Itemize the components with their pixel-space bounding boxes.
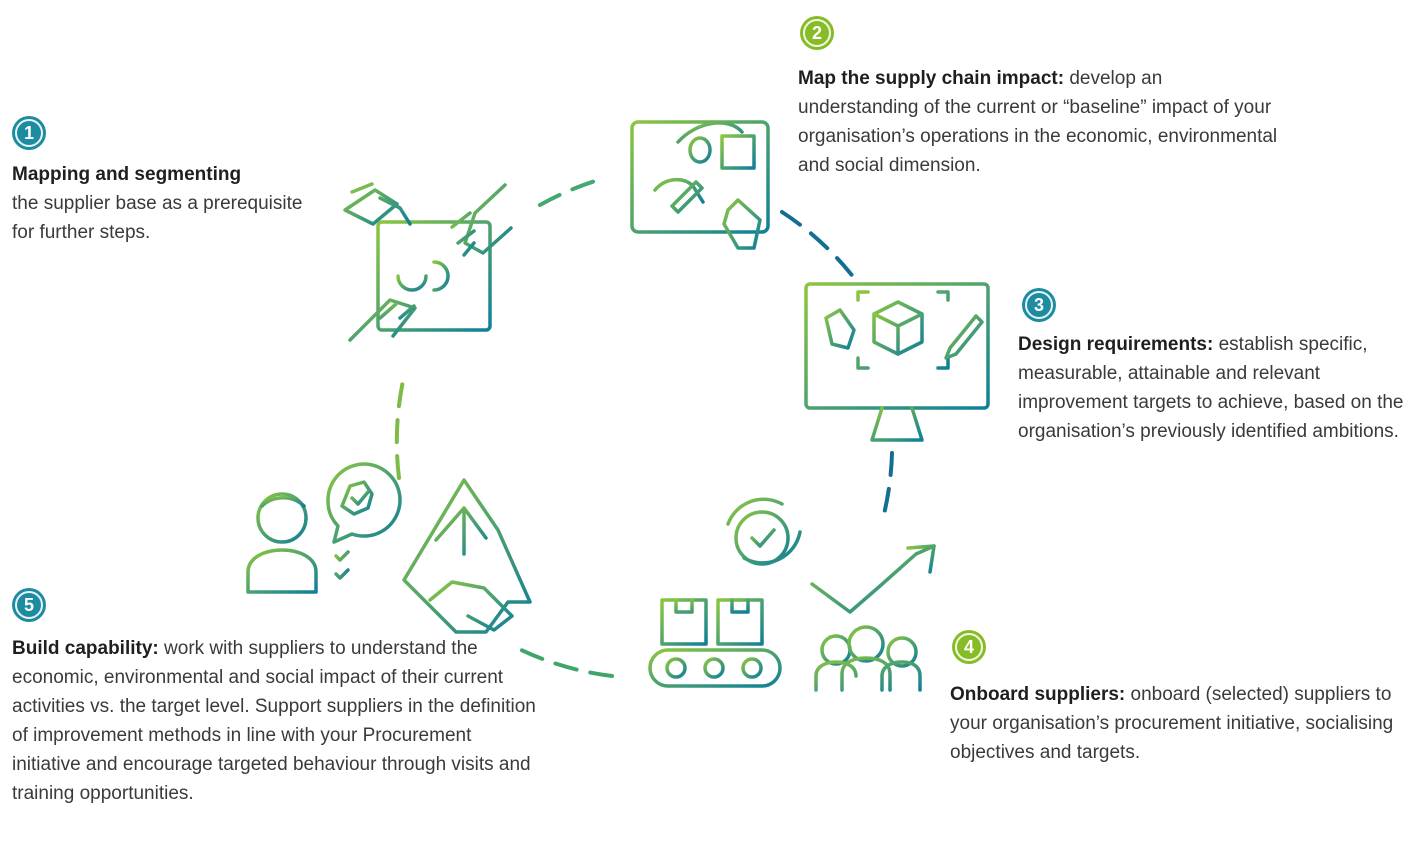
step-2: Map the supply chain impact: develop an …	[798, 64, 1284, 180]
step-4-badge: 4	[952, 630, 986, 664]
step-1-heading: Mapping and segmenting	[12, 164, 242, 185]
step-4-heading: Onboard suppliers:	[950, 684, 1126, 705]
step-3-text: establish specific, measurable, attainab…	[1018, 334, 1404, 442]
step-1-badge: 1	[12, 116, 46, 150]
document-signing-icon	[630, 120, 770, 250]
step-5-badge: 5	[12, 588, 46, 622]
step-3-number: 3	[1033, 295, 1044, 315]
step-1-text: the supplier base as a prerequisite for …	[12, 193, 303, 243]
step-5: Build capability: work with suppliers to…	[12, 634, 542, 808]
step-2-badge: 2	[800, 16, 834, 50]
step-4: Onboard suppliers: onboard (selected) su…	[950, 680, 1410, 767]
puzzle-hands-icon	[343, 182, 513, 342]
connector-2-3	[780, 210, 860, 285]
step-2-number: 2	[811, 23, 822, 43]
connector-5-1	[394, 370, 407, 480]
connector-3-4	[880, 451, 894, 524]
step-3: Design requirements: establish specific,…	[1018, 330, 1408, 446]
step-1: Mapping and segmenting the supplier base…	[12, 160, 312, 247]
step-1-number: 1	[23, 123, 34, 143]
cycle-connectors	[394, 176, 894, 678]
monitor-design-icon	[804, 282, 990, 442]
step-3-heading: Design requirements:	[1018, 334, 1214, 355]
step-5-heading: Build capability:	[12, 638, 159, 659]
connector-4-5	[515, 646, 614, 678]
handshake-growth-icon	[246, 462, 532, 634]
step-2-text: develop an understanding of the current …	[798, 68, 1278, 176]
step-4-text: onboard (selected) suppliers to your org…	[950, 684, 1394, 763]
step-5-number: 5	[23, 595, 34, 615]
conveyor-team-growth-icon	[648, 497, 936, 692]
step-5-text: work with suppliers to understand the ec…	[12, 638, 536, 804]
step-2-heading: Map the supply chain impact:	[798, 68, 1065, 89]
step-3-badge: 3	[1022, 288, 1056, 322]
step-4-number: 4	[963, 637, 974, 657]
connector-1-2	[538, 176, 607, 207]
